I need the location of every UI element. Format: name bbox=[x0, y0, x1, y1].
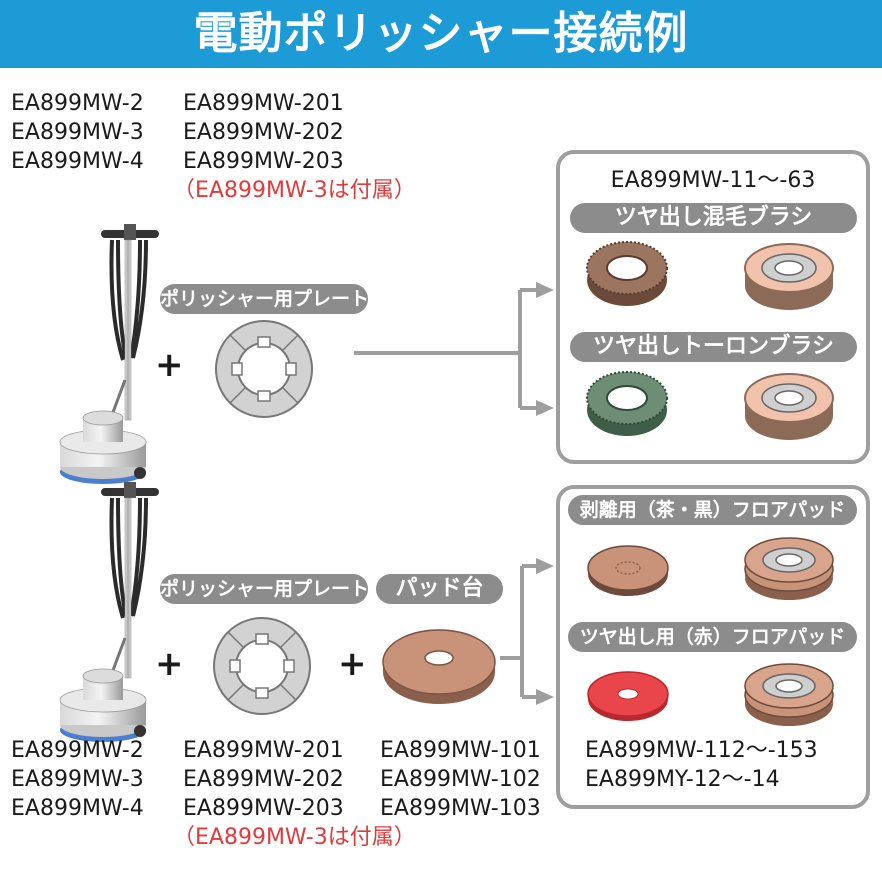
model-number: EA899MW-101 bbox=[380, 738, 541, 763]
model-number: EA899MW-2 bbox=[11, 91, 144, 116]
pad-label-stripping: 剥離用（茶・黒）フロアパッド bbox=[568, 495, 857, 525]
plus-sign: + bbox=[155, 644, 184, 684]
model-number: EA899MW-202 bbox=[183, 120, 344, 145]
pad-base-models: EA899MW-101 EA899MW-102 EA899MW-103 bbox=[380, 736, 541, 823]
brush-label-mixed: ツヤ出し混毛ブラシ bbox=[570, 203, 857, 233]
pad-label-gloss: ツヤ出し用（赤）フロアパッド bbox=[568, 622, 857, 652]
arrow-head bbox=[536, 558, 554, 574]
model-number: EA899MW-202 bbox=[183, 767, 344, 792]
model-number: EA899MW-2 bbox=[11, 738, 144, 763]
page-title: 電動ポリッシャー接続例 bbox=[193, 8, 689, 59]
plate-label-bottom: ポリッシャー用プレート bbox=[160, 574, 368, 604]
arrow-head bbox=[536, 689, 554, 705]
title-bar bbox=[0, 0, 882, 68]
plus-sign: + bbox=[155, 345, 184, 385]
model-number: EA899MW-3 bbox=[11, 120, 144, 145]
included-note: （EA899MW-3は付属） bbox=[173, 178, 416, 203]
stripping-pad-assembly bbox=[744, 537, 834, 601]
brush-models: EA899MW-11～-63 bbox=[610, 168, 816, 193]
model-number: EA899MW-3 bbox=[11, 767, 144, 792]
model-number: EA899MY-12～-14 bbox=[585, 767, 780, 792]
model-number: EA899MW-4 bbox=[11, 796, 144, 821]
model-number: EA899MW-103 bbox=[380, 796, 541, 821]
arrow-head bbox=[536, 282, 554, 298]
bottom-polisher-models: EA899MW-2 EA899MW-3 EA899MW-4 bbox=[11, 736, 144, 823]
model-number: EA899MW-102 bbox=[380, 767, 541, 792]
pad-base bbox=[382, 629, 496, 704]
model-number: EA899MW-201 bbox=[183, 91, 344, 116]
model-number: EA899MW-203 bbox=[183, 149, 344, 174]
arrow-head bbox=[536, 400, 554, 416]
model-number: EA899MW-4 bbox=[11, 149, 144, 174]
included-note: （EA899MW-3は付属） bbox=[173, 825, 416, 850]
model-number: EA899MW-203 bbox=[183, 796, 344, 821]
top-plate-models: EA899MW-201 EA899MW-202 EA899MW-203 （EA8… bbox=[173, 89, 416, 205]
bottom-plate-models: EA899MW-201 EA899MW-202 EA899MW-203 （EA8… bbox=[173, 736, 416, 852]
brush-label-tolon: ツヤ出しトーロンブラシ bbox=[570, 332, 857, 362]
gloss-pad bbox=[587, 671, 669, 721]
top-polisher-models: EA899MW-2 EA899MW-3 EA899MW-4 bbox=[11, 89, 144, 176]
gloss-pad-assembly bbox=[744, 663, 834, 727]
plate-label-top: ポリッシャー用プレート bbox=[160, 284, 368, 314]
connector-bottom bbox=[500, 564, 538, 699]
pad-base-label: パッド台 bbox=[376, 574, 503, 604]
model-number: EA899MW-201 bbox=[183, 738, 344, 763]
stripping-pad bbox=[587, 545, 669, 596]
plus-sign: + bbox=[338, 644, 367, 684]
connector-top bbox=[354, 288, 538, 410]
model-number: EA899MW-112～-153 bbox=[585, 738, 818, 763]
pad-models: EA899MW-112～-153 EA899MY-12～-14 bbox=[585, 736, 818, 794]
